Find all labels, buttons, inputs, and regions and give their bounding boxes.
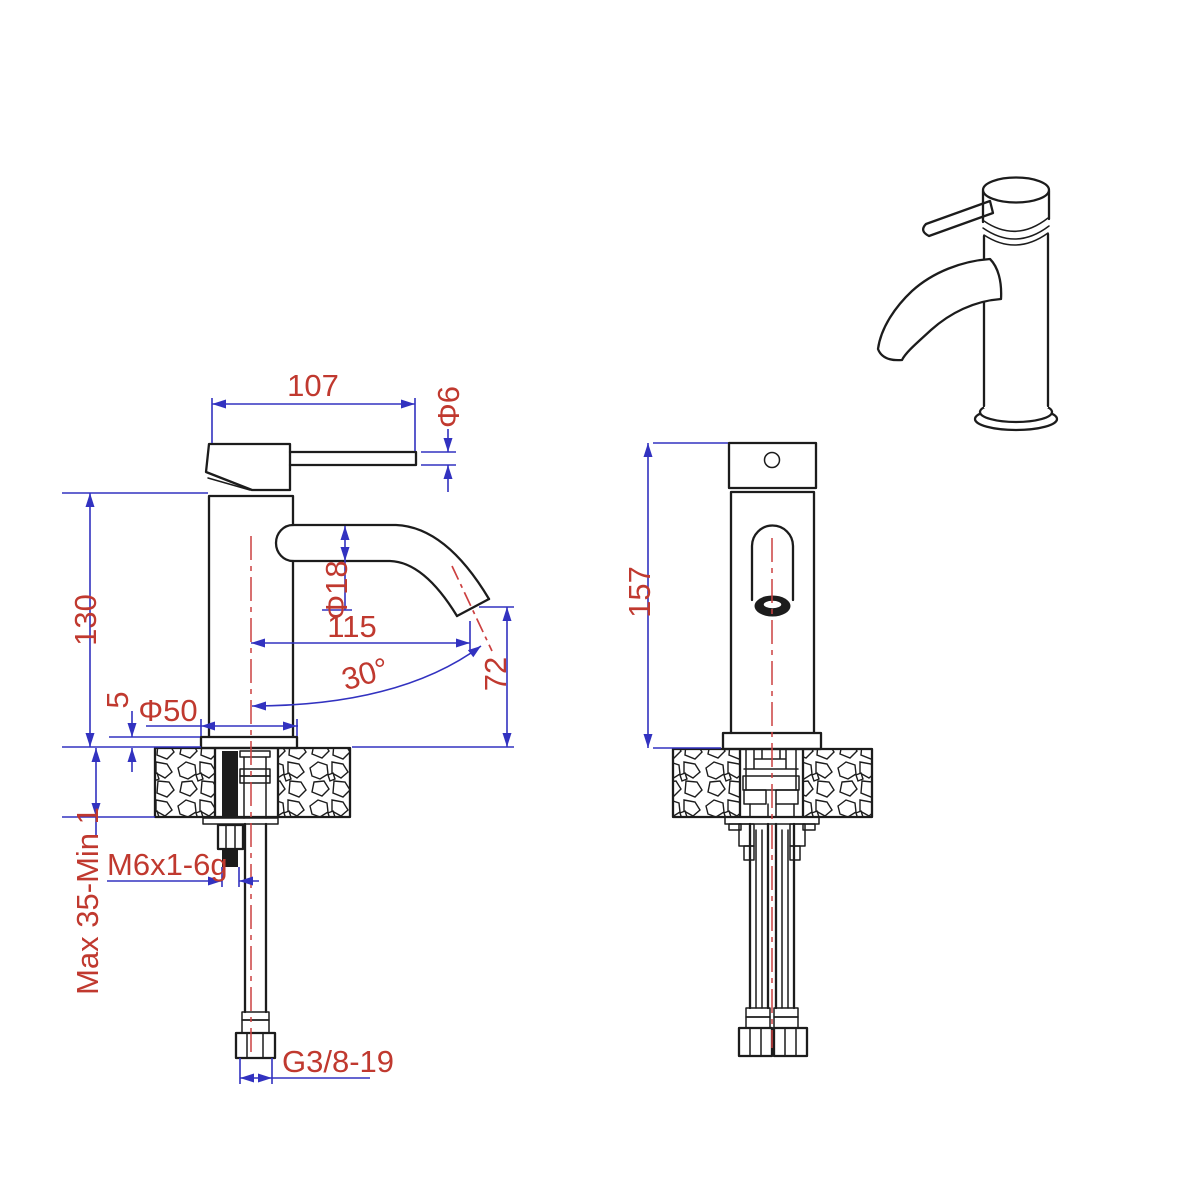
dim-text-5: 5 bbox=[100, 691, 135, 708]
dim-mounting-thickness: Max 35-Min 1 bbox=[62, 748, 155, 995]
dim-handle-length: 107 bbox=[211, 368, 416, 451]
side-handle-cap bbox=[727, 441, 818, 490]
spout-bottom-edge bbox=[291, 559, 459, 618]
dim-spout-outlet-height: 72 bbox=[352, 606, 514, 748]
dim-text-g38: G3/8-19 bbox=[282, 1044, 394, 1079]
front-faucet-outline bbox=[199, 442, 491, 750]
dim-base-plate-diameter: Φ50 bbox=[138, 693, 298, 736]
dim-text-107: 107 bbox=[287, 368, 339, 403]
dim-text-157: 157 bbox=[622, 566, 657, 618]
perspective-view bbox=[876, 176, 1059, 432]
dim-spout-tube-diameter: Φ18 bbox=[319, 526, 354, 620]
side-countertop-section bbox=[671, 747, 874, 819]
hose-nut bbox=[234, 1031, 277, 1060]
handle-pin-hole bbox=[763, 451, 781, 469]
side-view: 157 bbox=[622, 441, 874, 1058]
dim-text-m6: M6x1-6g bbox=[107, 847, 228, 882]
front-view: 107 Φ6 130 5 Φ50 bbox=[62, 368, 514, 1084]
front-fixing-parts bbox=[202, 750, 279, 1060]
dim-fixing-stud-thread: M6x1-6g bbox=[107, 847, 259, 887]
dim-text-115: 115 bbox=[327, 609, 376, 644]
handle-rod bbox=[288, 450, 418, 467]
hose-nut-right bbox=[772, 1026, 809, 1058]
side-faucet-outline bbox=[721, 441, 823, 751]
dim-inlet-hose-thread: G3/8-19 bbox=[239, 1044, 394, 1084]
spout-outlet-axis bbox=[451, 565, 493, 652]
fixing-stud bbox=[222, 751, 238, 818]
dim-text-phi6: Φ6 bbox=[431, 386, 466, 428]
dim-spout-reach: 115 bbox=[251, 609, 471, 652]
dim-text-72: 72 bbox=[478, 657, 513, 691]
side-spout-profile bbox=[750, 524, 795, 602]
spout-tip bbox=[455, 597, 491, 618]
dim-base-plate-height: 5 bbox=[100, 691, 200, 772]
dim-overall-height: 157 bbox=[622, 442, 728, 749]
handle-cap bbox=[204, 442, 292, 492]
dim-text-phi50: Φ50 bbox=[138, 693, 197, 728]
dim-text-max35min1: Max 35-Min 1 bbox=[70, 807, 105, 995]
perspective-handle-cap bbox=[981, 176, 1051, 204]
front-countertop-section bbox=[153, 746, 352, 819]
dim-height-to-spout-base: 130 bbox=[62, 492, 208, 748]
perspective-spout bbox=[876, 257, 1003, 362]
supply-hoses bbox=[748, 822, 796, 1010]
dim-text-phi18: Φ18 bbox=[319, 560, 354, 619]
side-fixing-parts bbox=[724, 748, 820, 1058]
dim-text-130: 130 bbox=[68, 594, 103, 646]
dim-handle-rod-diameter: Φ6 bbox=[421, 386, 466, 492]
spout-top-edge bbox=[291, 523, 491, 601]
perspective-handle-rod bbox=[921, 199, 995, 238]
base-flange bbox=[199, 735, 299, 750]
supply-hose bbox=[243, 822, 268, 1014]
